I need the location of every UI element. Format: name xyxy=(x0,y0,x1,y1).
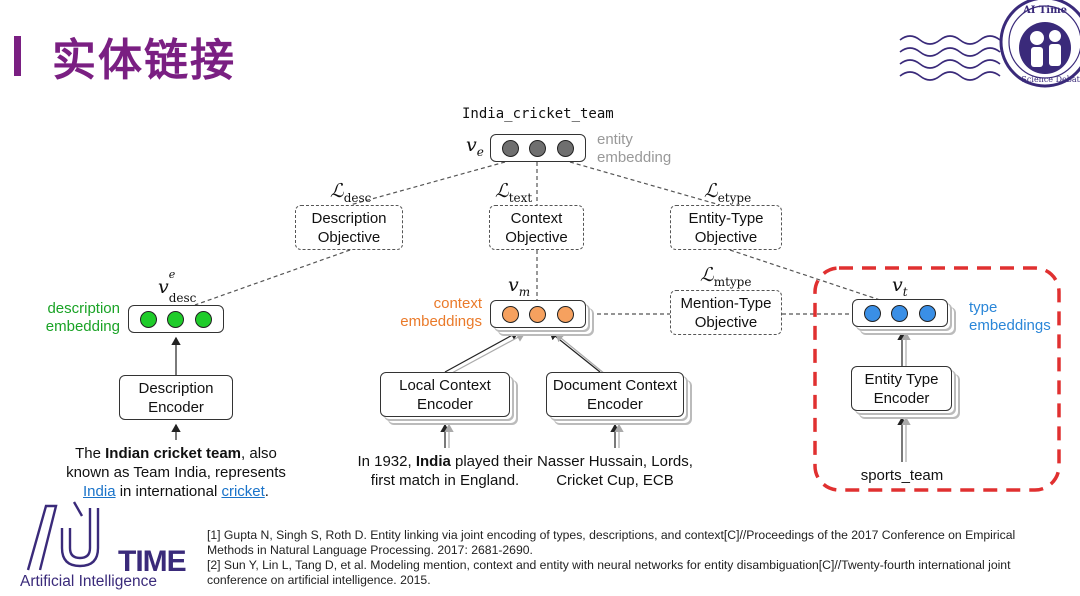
context-embeddings-label: context embeddings xyxy=(400,295,482,330)
india-link[interactable]: India xyxy=(83,483,116,500)
document-context-input-text: Nasser Hussain, Lords, Cricket Cup, ECB xyxy=(537,453,693,489)
description-input-text: The Indian cricket team, also known as T… xyxy=(66,445,286,500)
references: [1] Gupta N, Singh S, Roth D. Entity lin… xyxy=(207,528,1057,588)
title-accent-bar xyxy=(14,36,21,76)
entity-embedding-label: entity embedding xyxy=(597,131,672,166)
type-dot-1 xyxy=(864,304,882,322)
ai-time-badge-logo: AI Time Science Debate xyxy=(899,0,1080,88)
type-dot-2 xyxy=(891,304,909,322)
entity-dot-1 xyxy=(502,139,520,157)
type-embeddings-label: type embeddings xyxy=(969,299,1051,334)
entity-dot-3 xyxy=(556,139,574,157)
context-embedding-vector xyxy=(490,300,586,328)
badge-bottom-text: Science Debate xyxy=(1021,75,1080,84)
type-embedding-vector xyxy=(852,299,948,327)
type-input-text: sports_team xyxy=(860,467,944,484)
description-encoder-box: Description Encoder xyxy=(119,375,233,420)
entity-name: India_cricket_team xyxy=(462,106,614,122)
context-dot-2 xyxy=(529,305,547,323)
type-branch-highlight xyxy=(813,266,1061,492)
loss-text: ℒtext xyxy=(495,180,533,205)
desc-dot-3 xyxy=(194,310,212,328)
ai-time-logo-mark xyxy=(26,501,100,571)
entity-embedding-vector xyxy=(490,134,586,162)
type-dot-3 xyxy=(918,304,936,322)
reference-1: [1] Gupta N, Singh S, Roth D. Entity lin… xyxy=(207,528,1016,557)
loss-mtype: ℒmtype xyxy=(700,264,752,289)
document-context-encoder-box: Document Context Encoder xyxy=(546,372,684,417)
v-e-symbol: ve xyxy=(466,134,484,159)
context-dot-3 xyxy=(556,305,574,323)
entity-dot-2 xyxy=(529,139,547,157)
badge-top-text: AI Time xyxy=(1022,5,1067,16)
v-t-symbol: vt xyxy=(892,274,908,299)
description-embedding-vector xyxy=(128,305,224,333)
local-context-encoder-box: Local Context Encoder xyxy=(380,372,510,417)
mention-type-objective-box: Mention-Type Objective xyxy=(670,290,782,335)
local-context-input-text: In 1932, India played their first match … xyxy=(357,453,533,489)
desc-dot-1 xyxy=(140,310,158,328)
page-title: 实体链接 xyxy=(52,35,236,86)
v-m-symbol: vm xyxy=(508,274,531,299)
context-objective-box: Context Objective xyxy=(489,205,584,250)
entity-type-encoder-box: Entity Type Encoder xyxy=(851,366,952,411)
entity-type-objective-box: Entity-Type Objective xyxy=(670,205,782,250)
cricket-link[interactable]: cricket xyxy=(221,483,265,500)
description-embedding-label: description embedding xyxy=(45,300,120,335)
logo-subtitle: Artificial Intelligence xyxy=(20,573,157,590)
desc-dot-2 xyxy=(167,310,185,328)
description-objective-box: Description Objective xyxy=(295,205,403,250)
loss-desc: ℒdesc xyxy=(330,180,372,205)
loss-etype: ℒetype xyxy=(704,180,752,205)
logo-time-text: TIME xyxy=(118,545,187,578)
reference-2: [2] Sun Y, Lin L, Tang D, et al. Modelin… xyxy=(207,558,1011,587)
context-dot-1 xyxy=(502,305,520,323)
